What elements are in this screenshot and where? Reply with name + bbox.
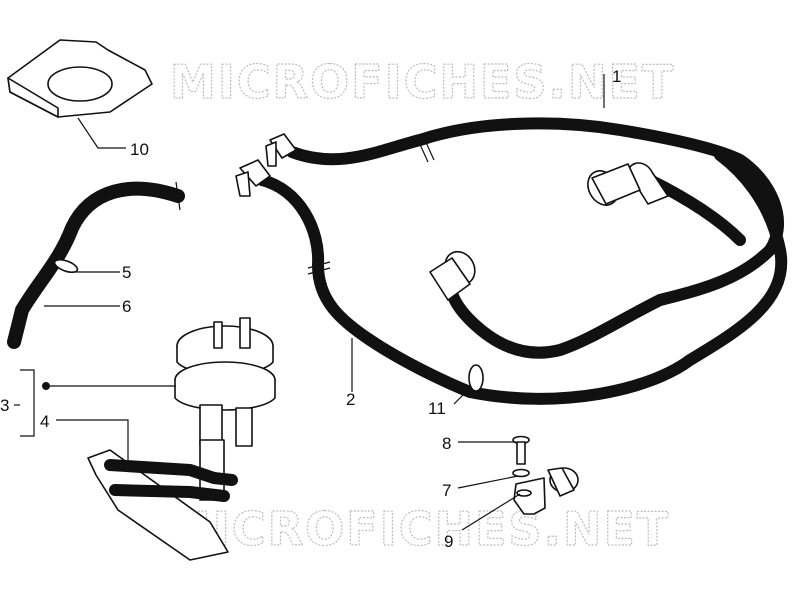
callout-4: 4: [40, 412, 49, 431]
callout-8: 8: [442, 434, 451, 453]
callout-3: 3: [0, 396, 9, 415]
part-4-tray: [87, 449, 238, 561]
callout-9: 9: [444, 532, 453, 551]
callout-6: 6: [122, 297, 131, 316]
callout-1: 1: [612, 67, 621, 86]
part-3-fuel-pump: [174, 317, 276, 501]
callout-5: 5: [122, 263, 131, 282]
callout-7: 7: [442, 481, 451, 500]
leader-lines: [14, 74, 605, 531]
watermark-bottom: MICROFICHES.NET: [165, 502, 670, 556]
part-5-clamp: [53, 258, 79, 274]
callout-2: 2: [346, 390, 355, 409]
part-2-hose: [235, 149, 788, 405]
callout-10: 10: [130, 140, 149, 159]
part-7-washer: [512, 468, 530, 478]
part-6-hose: [7, 181, 185, 349]
part-9-bracket: [513, 467, 579, 515]
part-11-clamp: [468, 364, 484, 392]
watermark-top: MICROFICHES.NET: [170, 55, 675, 109]
elbow-fitting-upper: [587, 162, 669, 206]
callout-3-dot: [42, 382, 50, 390]
elbow-fitting-lower: [429, 250, 476, 301]
part-8-screw: [512, 435, 530, 465]
part-10-gasket: [7, 39, 153, 118]
callout-11: 11: [428, 399, 446, 418]
